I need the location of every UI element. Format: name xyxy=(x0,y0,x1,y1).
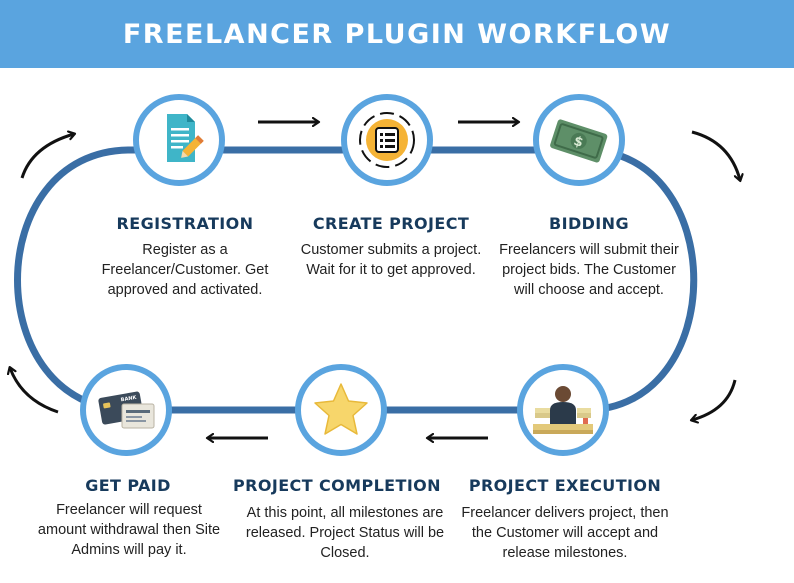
step-completion-circle xyxy=(295,364,387,456)
arrow-curve-bottom-right xyxy=(692,379,737,420)
step-completion-description: At this point, all milestones are releas… xyxy=(245,505,445,561)
step-get-paid-title: GET PAID xyxy=(85,476,171,495)
step-bidding-circle: $ xyxy=(533,94,625,186)
page-title: FREELANCER PLUGIN WORKFLOW xyxy=(122,18,672,50)
step-execution-title: PROJECT EXECUTION xyxy=(468,476,662,495)
step-bidding-title: BIDDING xyxy=(549,214,629,233)
arrow-curve-bottom-left xyxy=(10,368,59,414)
star-icon xyxy=(314,383,368,435)
bank-cards-icon: BANK xyxy=(98,391,155,429)
step-get-paid-circle: BANK xyxy=(80,364,172,456)
step-registration-description: Register as a Freelancer/Customer. Get a… xyxy=(101,242,269,298)
svg-text:$: $ xyxy=(572,134,585,151)
step-execution-description: Freelancer delivers project, then the Cu… xyxy=(461,505,669,561)
step-completion-title: PROJECT COMPLETION xyxy=(233,476,441,495)
arrow-curve-top-left xyxy=(20,134,74,179)
step-create-project-description: Customer submits a project. Wait for it … xyxy=(300,242,482,278)
document-pencil-icon xyxy=(167,114,204,162)
step-bidding-description: Freelancers will submit their project bi… xyxy=(499,242,679,298)
header-banner: FREELANCER PLUGIN WORKFLOW xyxy=(0,0,794,68)
money-bill-icon: $ xyxy=(550,119,608,163)
step-create-project-title: CREATE PROJECT xyxy=(312,214,470,233)
step-get-paid-description: Freelancer will request amount withdrawa… xyxy=(37,502,221,558)
card-bank-label: BANK xyxy=(120,395,138,404)
person-at-desk-icon xyxy=(533,386,593,434)
checklist-icon xyxy=(359,112,415,168)
step-create-project-circle xyxy=(341,94,433,186)
step-registration-title: REGISTRATION xyxy=(116,214,254,233)
step-execution-circle xyxy=(517,364,609,456)
arrow-curve-top-right xyxy=(691,130,740,180)
step-registration-circle xyxy=(133,94,225,186)
